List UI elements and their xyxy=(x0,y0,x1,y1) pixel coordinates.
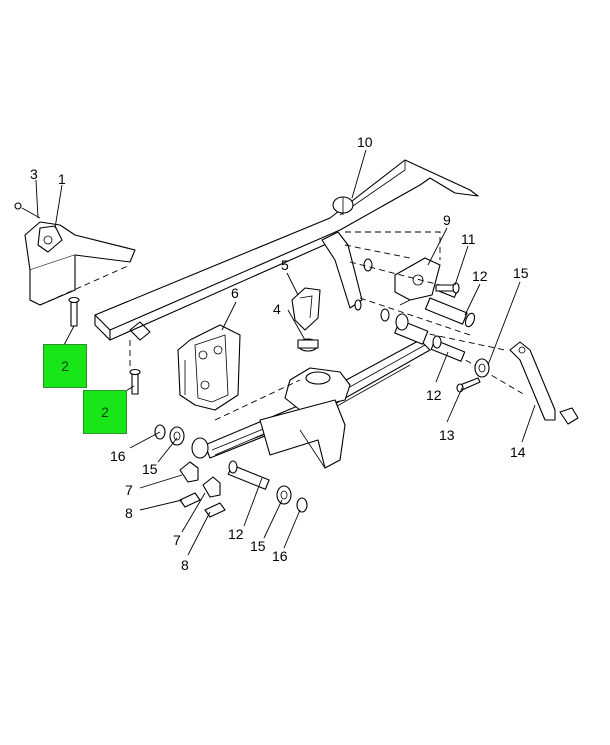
callout-8a[interactable]: 8 xyxy=(125,505,133,521)
shackle-link xyxy=(509,341,579,425)
mounting-bolt-lower xyxy=(129,368,141,395)
spring-clip-left xyxy=(179,461,199,483)
callout-7b[interactable]: 7 xyxy=(173,532,181,548)
callout-13[interactable]: 13 xyxy=(439,427,455,443)
washer-lower xyxy=(276,485,292,505)
bolt-10 xyxy=(332,196,354,215)
callout-15c[interactable]: 15 xyxy=(250,538,266,554)
highlighted-callout-2-upper[interactable]: 2 xyxy=(43,344,87,388)
callout-labels: 10 3 1 9 11 12 15 5 6 4 12 13 14 16 15 7… xyxy=(30,134,529,573)
washer-left xyxy=(169,426,185,446)
callout-12b[interactable]: 12 xyxy=(426,387,442,403)
mounting-bolt-upper xyxy=(68,296,80,327)
callout-12a[interactable]: 12 xyxy=(472,268,488,284)
washer-upper xyxy=(474,358,490,378)
highlighted-callout-2-lower[interactable]: 2 xyxy=(83,390,127,434)
axle-spring-seat xyxy=(259,367,351,469)
callout-9[interactable]: 9 xyxy=(443,212,451,228)
spring-pin-lower xyxy=(227,460,270,490)
callout-4[interactable]: 4 xyxy=(273,301,281,317)
callout-12c[interactable]: 12 xyxy=(228,526,244,542)
rear-shackle-bracket xyxy=(394,257,441,306)
callout-3[interactable]: 3 xyxy=(30,166,38,182)
clip-plate-left xyxy=(179,492,201,508)
callout-14[interactable]: 14 xyxy=(510,444,526,460)
callout-10a[interactable]: 10 xyxy=(357,134,373,150)
bushing-upper xyxy=(394,313,429,345)
front-hanger-bracket xyxy=(14,202,136,306)
leader-lines xyxy=(35,149,536,556)
callout-16b[interactable]: 16 xyxy=(272,548,288,564)
callout-6[interactable]: 6 xyxy=(231,285,239,301)
callout-11[interactable]: 11 xyxy=(461,231,476,247)
bump-stop-bracket xyxy=(291,287,321,331)
assembly-guide-lines xyxy=(214,231,526,421)
frame-rail xyxy=(94,159,479,341)
frame-bracket xyxy=(129,321,151,370)
callout-15b[interactable]: 15 xyxy=(142,461,158,477)
screw-13 xyxy=(456,377,481,393)
callout-8b[interactable]: 8 xyxy=(181,557,189,573)
spring-hanger xyxy=(177,324,241,411)
rear-hanger xyxy=(321,231,390,322)
callout-7a[interactable]: 7 xyxy=(125,482,133,498)
snap-ring-lower xyxy=(296,497,308,513)
callout-5[interactable]: 5 xyxy=(281,257,289,273)
spring-clip-right xyxy=(202,476,221,498)
bump-stop-nut xyxy=(297,338,319,352)
callout-1[interactable]: 1 xyxy=(58,171,66,187)
clip-plate-right xyxy=(204,502,226,518)
shackle-pin-middle xyxy=(430,335,466,362)
callout-16a[interactable]: 16 xyxy=(110,448,126,464)
callout-15a[interactable]: 15 xyxy=(513,265,529,281)
